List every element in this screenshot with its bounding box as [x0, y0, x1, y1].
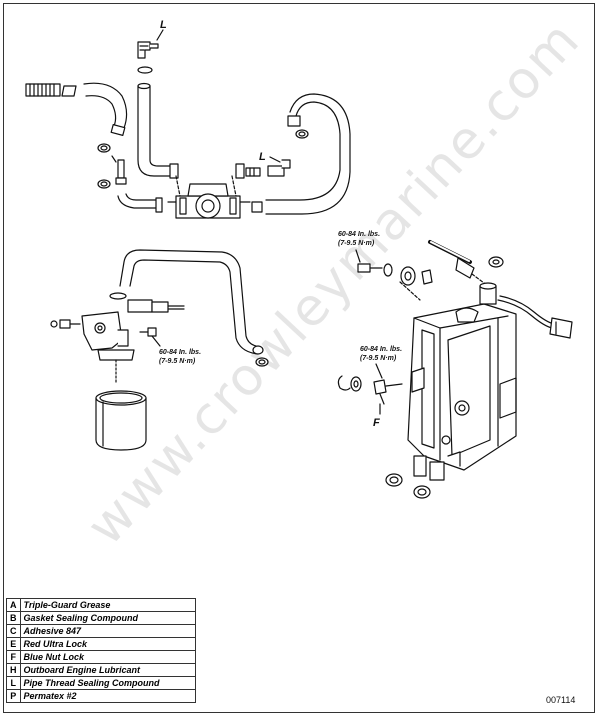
fuel-pump — [167, 183, 251, 219]
bolt — [357, 263, 383, 273]
check-valve — [111, 155, 127, 185]
torque-spec-right-line1: 60-84 In. lbs. — [360, 346, 402, 353]
hose-clamp — [385, 473, 403, 487]
legend-key: C — [6, 624, 21, 638]
vapor-separator-tank — [407, 282, 517, 481]
legend-text: Red Ultra Lock — [19, 637, 196, 651]
watermark: www.crowleymarine.com — [76, 9, 592, 556]
vapor-separator-assembly: 60-84 In. lbs. (7-9.5 N·m) — [337, 231, 573, 499]
hose-clamp — [97, 179, 111, 189]
sealing-washer — [137, 66, 153, 74]
torque-spec-right-line2: (7-9.5 N·m) — [360, 355, 397, 362]
torque-spec-top-line1: 60-84 In. lbs. — [338, 231, 380, 238]
legend-text: Blue Nut Lock — [19, 650, 196, 664]
snap-ring — [337, 375, 351, 391]
elbow-fitting — [137, 41, 159, 59]
hose-clamp — [255, 357, 269, 367]
bolt — [139, 327, 157, 337]
legend-key: E — [6, 637, 21, 651]
grommet — [400, 266, 416, 286]
torque-spec-left-line2: (7-9.5 N·m) — [159, 358, 196, 365]
fuel-filter-canister — [95, 390, 147, 451]
legend-key: L — [6, 676, 21, 690]
legend-key: A — [6, 598, 21, 612]
hose-clamp — [488, 256, 504, 268]
wire-harness — [497, 295, 573, 339]
legend-text: Outboard Engine Lubricant — [19, 663, 196, 677]
legend-text: Gasket Sealing Compound — [19, 611, 196, 625]
hose-clamp — [295, 129, 309, 139]
legend-text: Pipe Thread Sealing Compound — [19, 676, 196, 690]
legend-text: Permatex #2 — [19, 689, 196, 703]
bolt — [373, 379, 403, 405]
document-number: 007114 — [546, 695, 576, 705]
diagram-frame — [3, 3, 595, 713]
bolt — [50, 319, 81, 329]
filter-bracket-assembly: 60-84 In. lbs. (7-9.5 N·m) — [50, 249, 269, 451]
wire-connector — [127, 299, 185, 313]
elbow-fitting — [267, 159, 291, 177]
legend-key: F — [6, 650, 21, 664]
barb-fitting — [25, 83, 77, 97]
legend-key: H — [6, 663, 21, 677]
legend-key: P — [6, 689, 21, 703]
callout-l-top: L — [160, 19, 167, 31]
top-hose-assembly: L — [25, 19, 351, 219]
legend-text: Triple-Guard Grease — [19, 598, 196, 612]
hose-clamp — [413, 485, 431, 499]
legend-text: Adhesive 847 — [19, 624, 196, 638]
hose-clamp — [97, 143, 111, 153]
torque-spec-left-line1: 60-84 In. lbs. — [159, 349, 201, 356]
legend-key: B — [6, 611, 21, 625]
leader-line — [156, 29, 164, 41]
torque-spec-top-line2: (7-9.5 N·m) — [338, 240, 375, 247]
callout-l-mid: L — [259, 151, 266, 163]
callout-f: F — [373, 417, 380, 429]
hose-clamp — [169, 163, 179, 179]
